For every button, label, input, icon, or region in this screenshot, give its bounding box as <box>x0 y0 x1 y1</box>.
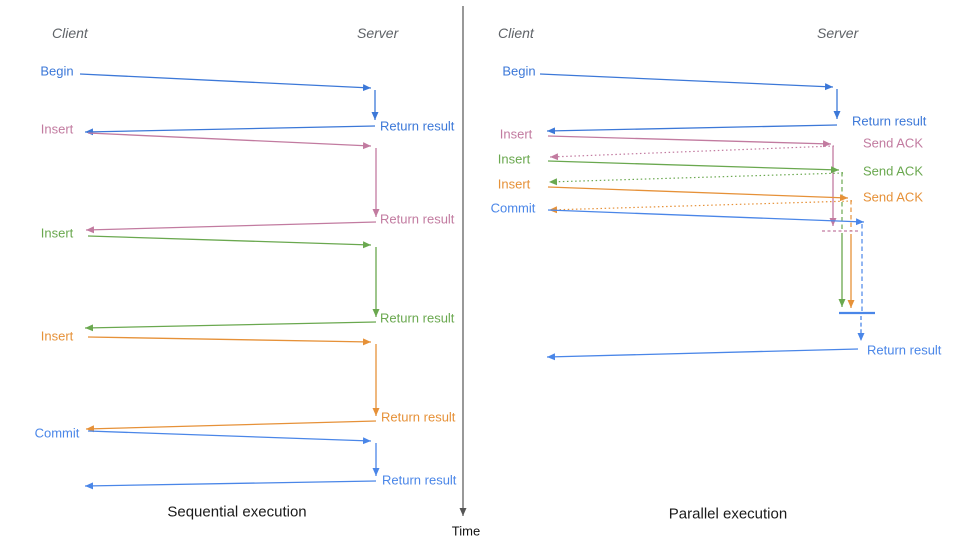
seq-client-header: Client <box>52 25 88 41</box>
par-insert1-label: Insert <box>499 126 533 142</box>
par-insert1-ack-arrow <box>549 145 835 161</box>
par-insert3-request-arrow <box>547 186 849 202</box>
seq-insert2-return-arrow <box>84 321 377 332</box>
seq-begin-label: Begin <box>40 63 74 79</box>
par-insert3-ack: Send ACK <box>863 189 923 205</box>
par-commit-result: Return result <box>867 342 942 358</box>
par-server-header: Server <box>817 25 859 41</box>
par-insert1-request-arrow <box>547 135 832 148</box>
par-insert2-label: Insert <box>497 151 531 167</box>
seq-insert1-label: Insert <box>40 121 74 137</box>
par-begin-request-arrow <box>539 73 834 91</box>
par-insert3-label: Insert <box>497 176 531 192</box>
seq-commit-return-arrow <box>84 480 377 490</box>
par-insert3-ack-arrow <box>548 200 853 214</box>
seq-insert3-label: Insert <box>40 328 74 344</box>
seq-commit-result: Return result <box>382 472 457 488</box>
par-client-header: Client <box>498 25 534 41</box>
seq-caption: Sequential execution <box>167 503 307 521</box>
seq-insert2-request-arrow <box>87 235 372 249</box>
par-begin-result: Return result <box>852 113 927 129</box>
par-insert2-request-arrow <box>547 160 840 174</box>
seq-commit-request-arrow <box>87 430 372 445</box>
seq-begin-result: Return result <box>380 118 455 134</box>
seq-begin-request-arrow <box>79 73 372 92</box>
seq-commit-label: Commit <box>34 425 80 441</box>
seq-insert3-result: Return result <box>381 409 456 425</box>
seq-insert1-request-arrow <box>87 132 372 150</box>
par-caption: Parallel execution <box>668 505 788 523</box>
seq-server-header: Server <box>357 25 399 41</box>
par-insert1-ack: Send ACK <box>863 135 923 151</box>
seq-insert1-result: Return result <box>380 211 455 227</box>
par-commit-return-arrow <box>546 348 859 361</box>
seq-insert3-request-arrow <box>87 336 372 346</box>
par-commit-request-arrow <box>547 209 865 226</box>
seq-begin-return-arrow <box>84 125 376 136</box>
seq-insert3-return-arrow <box>85 420 377 433</box>
seq-insert1-return-arrow <box>85 221 377 234</box>
par-insert2-ack: Send ACK <box>863 163 923 179</box>
time-axis-label: Time <box>451 523 481 539</box>
par-begin-label: Begin <box>502 63 536 79</box>
par-insert2-ack-arrow <box>548 172 844 186</box>
par-commit-label: Commit <box>490 200 536 216</box>
seq-insert2-label: Insert <box>40 225 74 241</box>
par-begin-return-arrow <box>546 124 838 135</box>
seq-insert2-result: Return result <box>380 310 455 326</box>
